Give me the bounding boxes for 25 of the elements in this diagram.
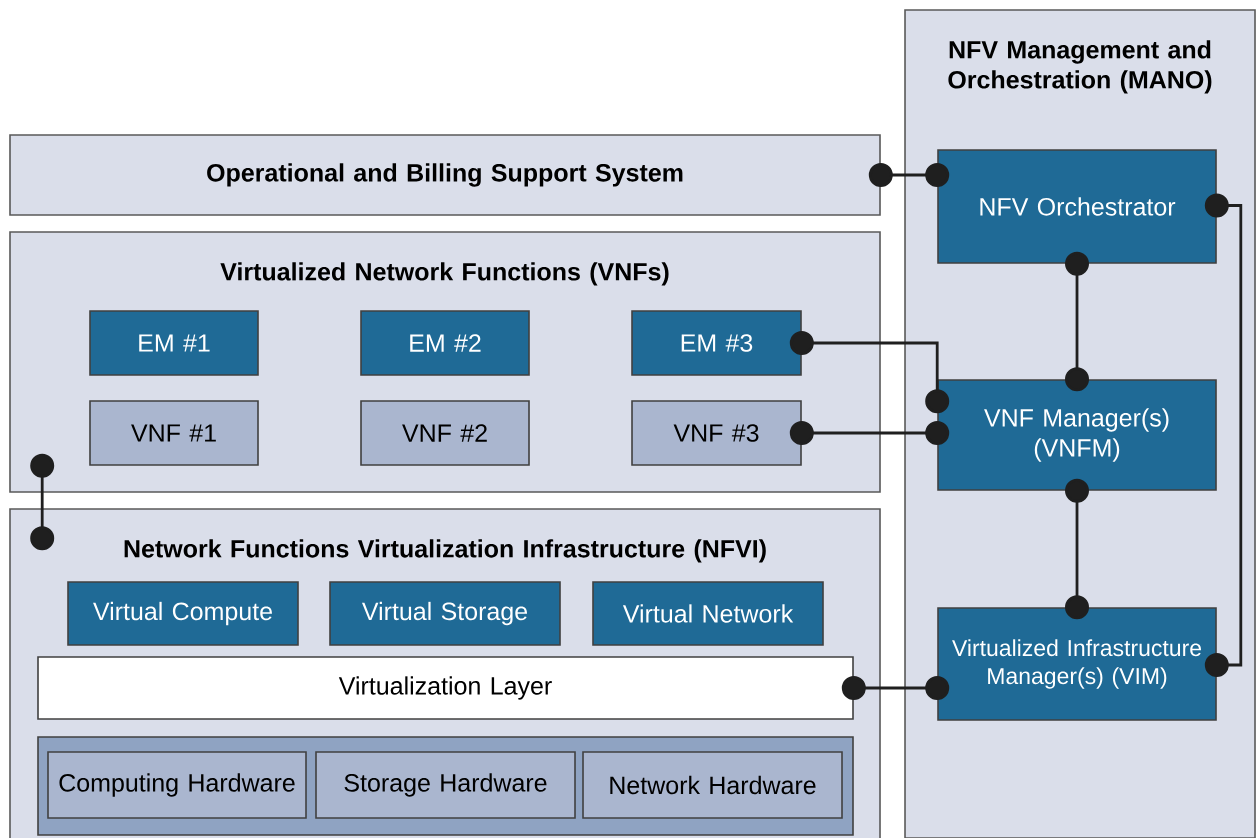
resource-box: Virtual Storage — [329, 581, 561, 646]
hardware-box: Storage Hardware — [315, 751, 576, 819]
function-box: VNF #2 — [360, 400, 530, 466]
connector — [868, 163, 950, 187]
manager-box: Virtualized Infrastructure Manager(s) (VIM) — [937, 607, 1217, 721]
manager-box: NFV Orchestrator — [937, 149, 1217, 264]
connector — [841, 676, 950, 700]
hardware-box: Computing Hardware — [47, 751, 307, 819]
hardware-box: Network Hardware — [582, 751, 843, 819]
connector — [789, 421, 950, 445]
element-box: EM #3 — [631, 310, 802, 376]
element-box: EM #2 — [360, 310, 530, 376]
element-box: EM #1 — [89, 310, 259, 376]
function-box: VNF #1 — [89, 400, 259, 466]
connector — [789, 331, 950, 414]
resource-box: Virtual Network — [592, 581, 824, 646]
function-box: VNF #3 — [631, 400, 802, 466]
resource-box: Virtual Compute — [67, 581, 299, 646]
system-box: Operational and Billing Support System — [9, 134, 881, 216]
manager-box: VNF Manager(s) (VNFM) — [937, 379, 1217, 491]
connector — [30, 453, 55, 551]
connector — [1204, 193, 1243, 677]
layer-box: Virtualization Layer — [37, 656, 854, 720]
connector — [1065, 478, 1089, 620]
connector — [1065, 251, 1089, 392]
